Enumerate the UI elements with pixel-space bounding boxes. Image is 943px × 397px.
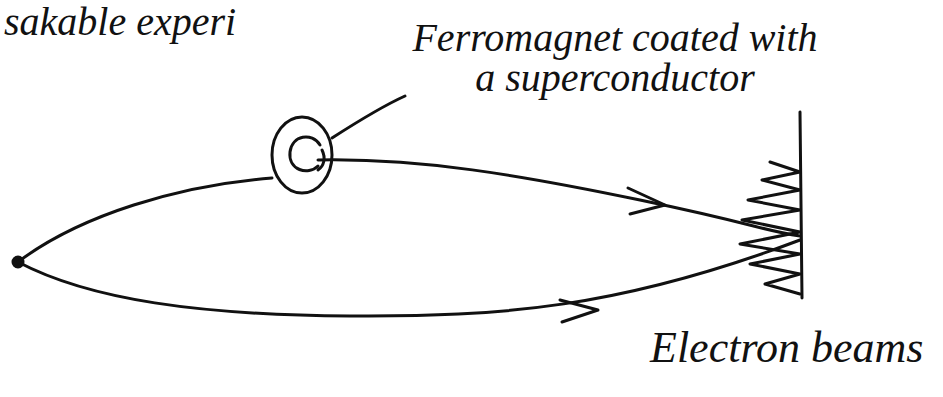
ring-outer bbox=[272, 117, 332, 193]
interference-pattern bbox=[740, 162, 800, 294]
screen bbox=[800, 112, 802, 298]
leader-line bbox=[332, 96, 405, 138]
upper-beam bbox=[18, 178, 272, 262]
ring-hole bbox=[290, 137, 324, 171]
part-label: Ferromagnet coated with a superconductor bbox=[405, 18, 825, 98]
beam-label: Electron beams bbox=[650, 326, 923, 370]
lower-beam bbox=[18, 240, 800, 316]
arrowhead bbox=[628, 188, 665, 214]
upper-beam bbox=[318, 160, 800, 236]
arrowhead bbox=[560, 300, 598, 322]
heading-fragment: sakable experi bbox=[4, 2, 236, 42]
